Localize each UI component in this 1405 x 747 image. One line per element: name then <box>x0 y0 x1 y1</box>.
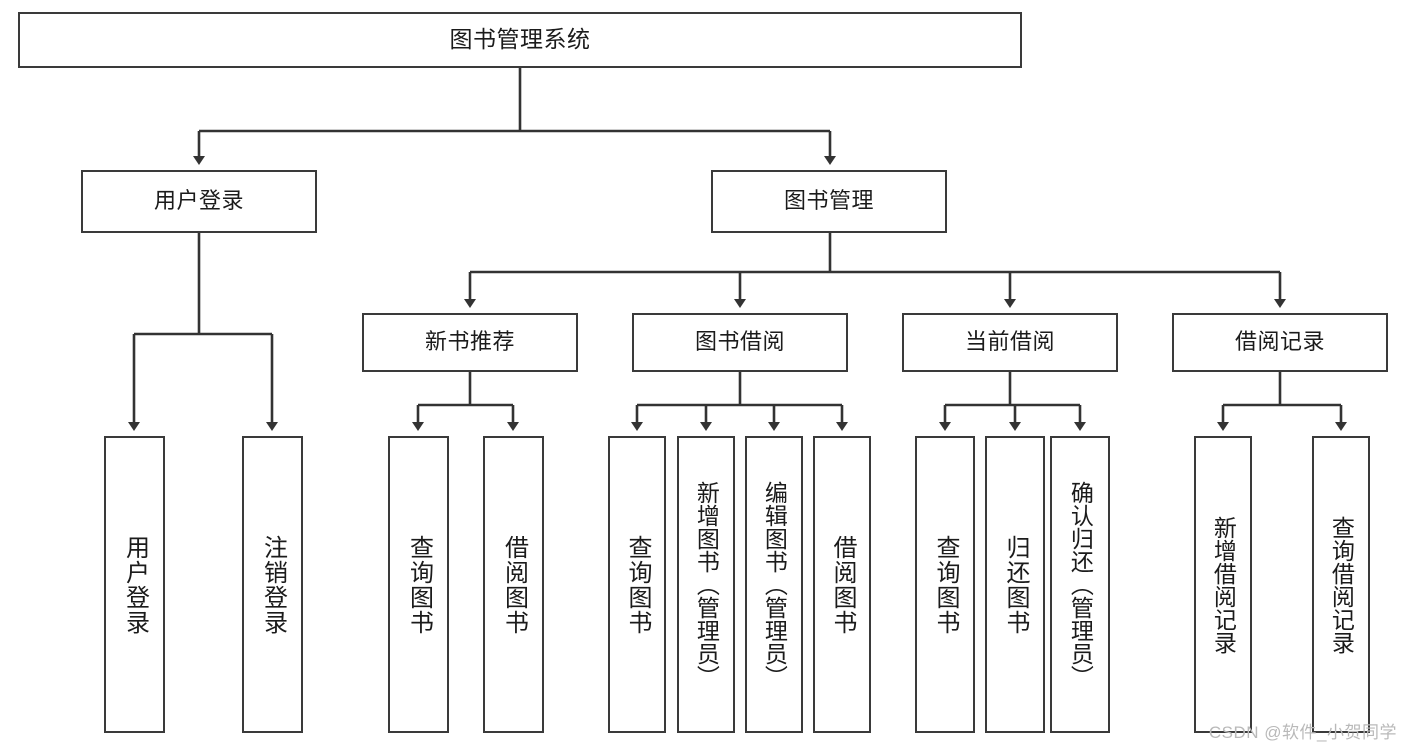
node-current-borrow[interactable]: 当前借阅 <box>902 313 1118 372</box>
node-leaf-logout-label: 注销登录 <box>259 534 287 635</box>
node-current-borrow-label: 当前借阅 <box>964 329 1055 355</box>
node-user-login[interactable]: 用户登录 <box>81 170 317 233</box>
node-root[interactable]: 图书管理系统 <box>18 12 1022 68</box>
node-leaf-user-login-label: 用户登录 <box>121 534 149 635</box>
node-book-borrow-label: 图书借阅 <box>694 329 785 355</box>
node-leaf-return-book[interactable]: 归还图书 <box>985 436 1045 733</box>
node-leaf-query-record[interactable]: 查询借阅记录 <box>1312 436 1370 733</box>
node-leaf-add-book[interactable]: 新增图书（管理员） <box>677 436 735 733</box>
node-leaf-query-book-1[interactable]: 查询图书 <box>388 436 449 733</box>
node-leaf-add-record[interactable]: 新增借阅记录 <box>1194 436 1252 733</box>
watermark-text: CSDN @软件_小贺同学 <box>1208 723 1397 742</box>
node-borrow-record[interactable]: 借阅记录 <box>1172 313 1388 372</box>
node-leaf-user-login[interactable]: 用户登录 <box>104 436 165 733</box>
node-leaf-query-book-2[interactable]: 查询图书 <box>608 436 666 733</box>
node-leaf-borrow-book-2[interactable]: 借阅图书 <box>813 436 871 733</box>
node-new-book-recommend[interactable]: 新书推荐 <box>362 313 578 372</box>
node-leaf-borrow-book-1[interactable]: 借阅图书 <box>483 436 544 733</box>
node-borrow-record-label: 借阅记录 <box>1234 329 1325 355</box>
node-leaf-borrow-book-1-label: 借阅图书 <box>500 534 528 635</box>
node-leaf-add-book-label: 新增图书（管理员） <box>693 481 720 688</box>
node-book-manage[interactable]: 图书管理 <box>711 170 947 233</box>
node-leaf-borrow-book-2-label: 借阅图书 <box>828 534 856 635</box>
node-leaf-edit-book[interactable]: 编辑图书（管理员） <box>745 436 803 733</box>
node-user-login-label: 用户登录 <box>153 188 244 214</box>
node-book-manage-label: 图书管理 <box>783 188 874 214</box>
node-leaf-return-book-label: 归还图书 <box>1001 534 1029 635</box>
node-leaf-edit-book-label: 编辑图书（管理员） <box>761 481 788 688</box>
node-leaf-add-record-label: 新增借阅记录 <box>1210 515 1237 654</box>
node-leaf-query-book-3[interactable]: 查询图书 <box>915 436 975 733</box>
node-leaf-confirm-return-label: 确认归还（管理员） <box>1067 481 1094 688</box>
node-leaf-query-record-label: 查询借阅记录 <box>1328 515 1355 654</box>
node-book-borrow[interactable]: 图书借阅 <box>632 313 848 372</box>
node-new-book-recommend-label: 新书推荐 <box>424 329 515 355</box>
node-leaf-logout[interactable]: 注销登录 <box>242 436 303 733</box>
node-leaf-query-book-3-label: 查询图书 <box>931 534 959 635</box>
node-root-label: 图书管理系统 <box>449 26 591 53</box>
node-leaf-query-book-2-label: 查询图书 <box>623 534 651 635</box>
node-leaf-query-book-1-label: 查询图书 <box>405 534 433 635</box>
node-leaf-confirm-return[interactable]: 确认归还（管理员） <box>1050 436 1110 733</box>
